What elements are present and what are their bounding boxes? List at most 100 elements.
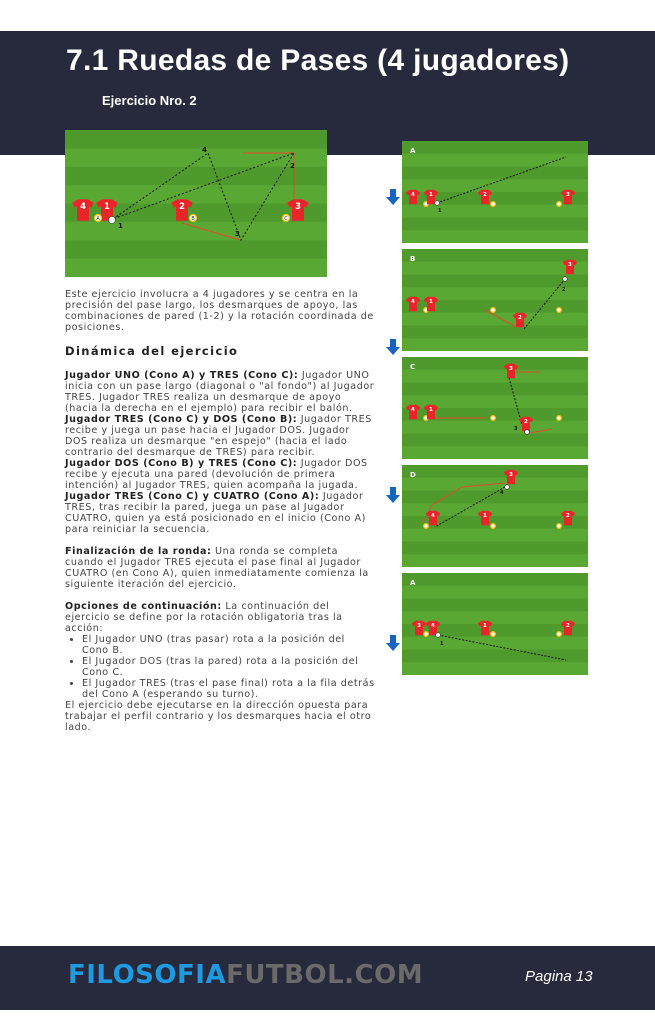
grass-stripe <box>402 611 588 624</box>
player-number: 3 <box>509 472 513 478</box>
player-number: 3 <box>509 366 513 372</box>
player-jersey: 3 <box>287 199 309 221</box>
player-number: 4 <box>411 192 415 198</box>
pass-number: 4 <box>202 146 207 154</box>
cone-marker <box>423 523 429 529</box>
player-jersey: 4 <box>405 296 421 312</box>
grass-stripe <box>402 312 588 326</box>
player-number: 1 <box>483 513 487 519</box>
pass-number: 2 <box>290 162 295 170</box>
pass-line <box>508 377 525 433</box>
panel-label: B <box>410 255 415 263</box>
pass-line <box>112 152 296 242</box>
jersey-shape <box>405 189 421 205</box>
grass-stripe <box>402 662 588 675</box>
run-line <box>243 152 295 212</box>
jersey-shape <box>423 296 439 312</box>
player-number: 3 <box>566 192 570 198</box>
rotation-list: El Jugador UNO (tras pasar) rota a la po… <box>65 634 375 700</box>
pass-line <box>523 278 566 330</box>
step-3: Jugador DOS (Cono B) y TRES (Cono C): Ju… <box>65 458 368 491</box>
pass-number: 1 <box>440 641 444 647</box>
player-jersey: 3 <box>562 259 578 275</box>
player-number: 1 <box>429 192 433 198</box>
footer-banner <box>0 946 655 1010</box>
panel-label: A <box>410 147 416 155</box>
continuation-paragraph: Opciones de continuación: La continuació… <box>65 601 343 634</box>
player-number: 1 <box>483 623 487 629</box>
pass-number: 3 <box>514 426 518 432</box>
pass-line <box>437 634 567 661</box>
intro-paragraph: Este ejercicio involucra a 4 jugadores y… <box>65 289 374 333</box>
player-jersey: 1 <box>477 620 493 636</box>
cone-marker <box>490 201 496 207</box>
grass-stripe <box>402 420 588 434</box>
jersey-shape <box>423 189 439 205</box>
player-number: 3 <box>568 262 572 268</box>
sequence-panel-d: 4 1 2 3 4 D <box>402 465 588 567</box>
jersey-shape <box>171 199 193 221</box>
jersey-shape <box>503 363 519 379</box>
player-jersey: 2 <box>518 416 534 432</box>
run-line <box>529 428 553 434</box>
exercise-subtitle: Ejercicio Nro. 2 <box>102 93 197 108</box>
jersey-shape <box>477 620 493 636</box>
player-number: 2 <box>566 623 570 629</box>
jersey-shape <box>477 189 493 205</box>
player-number: 2 <box>518 315 522 321</box>
player-jersey: 3 <box>560 189 576 205</box>
jersey-shape <box>503 469 519 485</box>
grass-stripe <box>65 185 327 204</box>
player-jersey: 4 <box>425 510 441 526</box>
panel-label: D <box>410 471 416 479</box>
cone-marker <box>281 213 291 223</box>
cone-label: B <box>191 216 195 222</box>
pass-number: 2 <box>562 287 566 293</box>
jersey-shape <box>560 189 576 205</box>
grass-stripe <box>402 585 588 599</box>
grass-stripe <box>402 395 588 408</box>
player-jersey: 2 <box>477 189 493 205</box>
jersey-shape <box>512 312 528 328</box>
cone-marker <box>490 523 496 529</box>
step-1: Jugador UNO (Cono A) y TRES (Cono C): Ju… <box>65 370 375 414</box>
grass-stripe <box>402 503 588 516</box>
grass-stripe <box>402 446 588 459</box>
grass-stripe <box>402 287 588 300</box>
down-arrow-icon <box>386 189 400 205</box>
jersey-shape <box>96 199 118 221</box>
list-item: El Jugador TRES (tras el pase final) rot… <box>82 678 375 700</box>
jersey-shape <box>287 199 309 221</box>
player-number: 2 <box>566 513 570 519</box>
grass-stripe <box>402 230 588 243</box>
site-logo[interactable]: FILOSOFIAFUTBOL.COM <box>68 960 424 990</box>
run-line <box>484 309 517 328</box>
player-number: 1 <box>104 201 110 211</box>
jersey-shape <box>425 510 441 526</box>
player-jersey: 4 <box>405 189 421 205</box>
page-number: Pagina 13 <box>525 968 593 985</box>
jersey-shape <box>411 620 427 636</box>
grass-stripe <box>402 528 588 542</box>
list-item: El Jugador DOS (tras la pared) rota a la… <box>82 656 375 678</box>
jersey-shape <box>423 404 439 420</box>
closing-paragraph: El ejercicio debe ejecutarse en la direc… <box>65 700 372 733</box>
jersey-shape <box>518 416 534 432</box>
grass-stripe <box>402 554 588 567</box>
player-jersey: 1 <box>423 189 439 205</box>
player-number: 3 <box>295 201 301 211</box>
grass-stripe <box>402 338 588 351</box>
player-jersey: 1 <box>423 404 439 420</box>
grass-stripe <box>65 258 327 277</box>
cone-marker <box>556 415 562 421</box>
pass-number: 4 <box>500 490 504 496</box>
player-number: 1 <box>429 407 433 413</box>
ball-icon <box>434 200 440 206</box>
ball-icon <box>524 429 530 435</box>
player-jersey: 3 <box>503 469 519 485</box>
jersey-shape <box>562 259 578 275</box>
player-jersey: 2 <box>512 312 528 328</box>
